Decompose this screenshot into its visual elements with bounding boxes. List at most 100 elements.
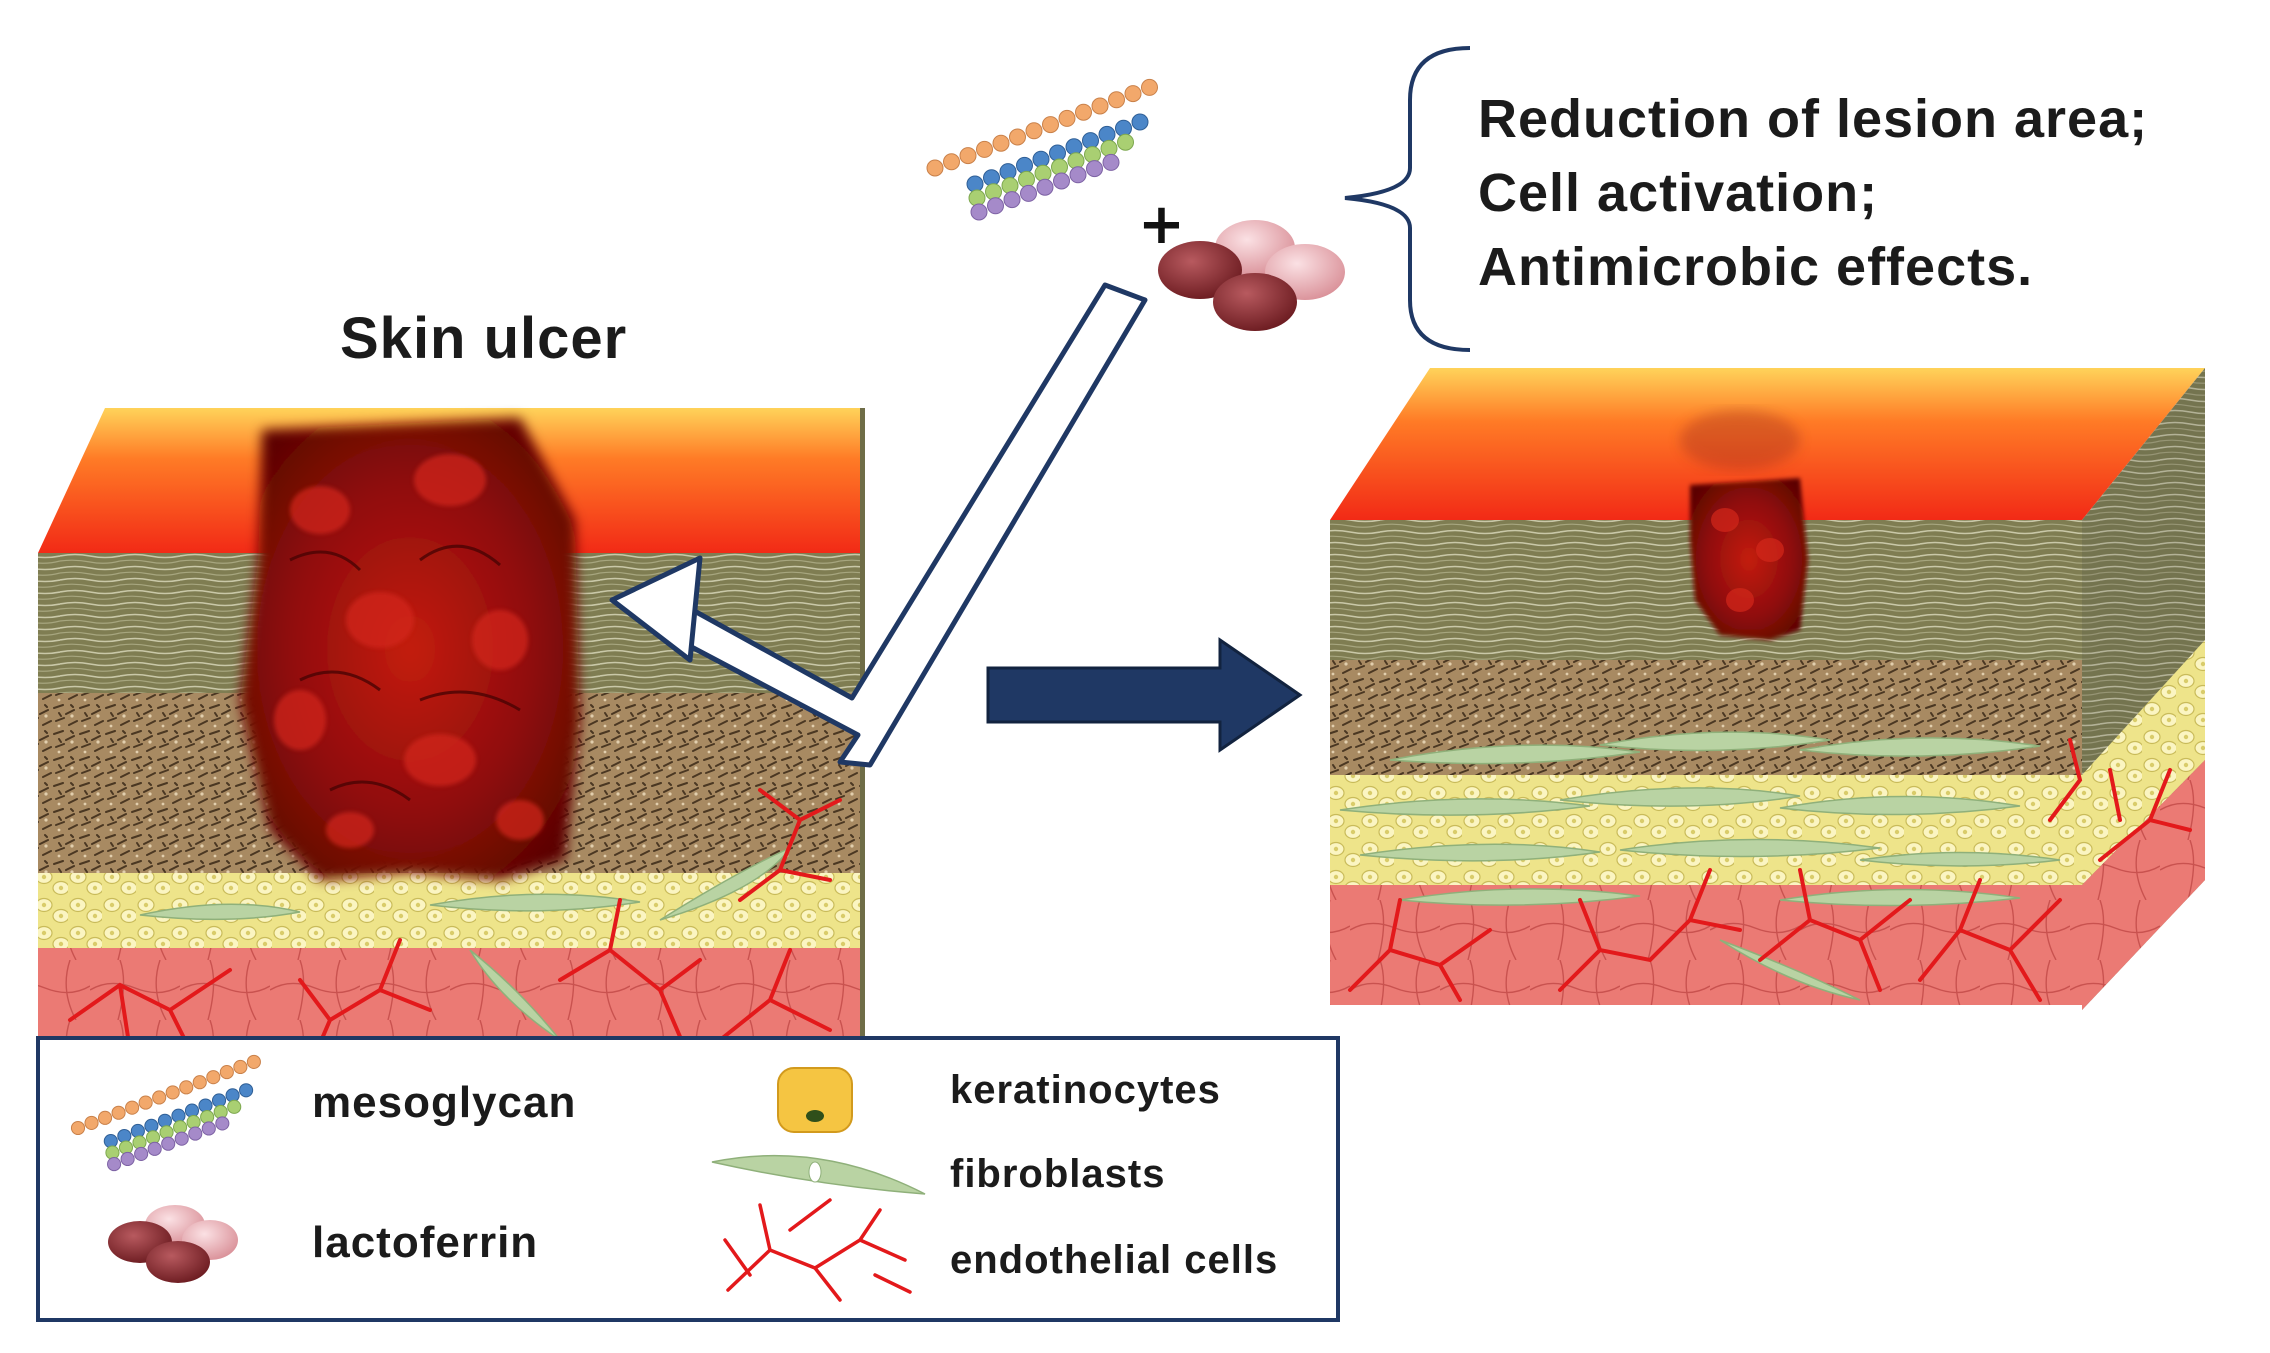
mesoglycan-bead: [1049, 144, 1066, 162]
mesoglycan-bead: [1131, 113, 1149, 131]
mesoglycan-bead: [970, 203, 988, 221]
mesoglycan-bead: [1117, 133, 1134, 151]
healed-skin-block: [1330, 368, 2205, 1010]
mesoglycan-bead: [152, 1090, 167, 1105]
mesoglycan-bead: [138, 1095, 153, 1110]
legend-lactoferrin-icon: [108, 1205, 238, 1283]
mesoglycan-bead: [1009, 128, 1026, 146]
mesoglycan-bead: [103, 1134, 118, 1149]
mesoglycan-bead: [926, 159, 944, 177]
residual-ulcer: [1680, 410, 1808, 640]
mesoglycan-bead: [198, 1098, 213, 1113]
mesoglycan-bead: [1042, 116, 1059, 134]
mesoglycan-bead: [959, 147, 977, 165]
mesoglycan-bead: [105, 1145, 120, 1160]
mesoglycan-bead: [999, 163, 1017, 181]
mesoglycan-bead: [225, 1088, 240, 1103]
mesoglycan-bead: [213, 1104, 228, 1119]
mesoglycan-bead: [219, 1065, 234, 1080]
mesoglycan-bead: [1034, 164, 1052, 182]
mesoglycan-bead: [1141, 78, 1158, 96]
mesoglycan-bead: [200, 1109, 215, 1125]
mesoglycan-bead: [1091, 97, 1109, 115]
mesoglycan-bead: [1069, 166, 1087, 184]
healed-side-hypo: [2082, 760, 2205, 1010]
mesoglycan-bead: [98, 1110, 113, 1125]
mesoglycan-bead: [161, 1136, 176, 1151]
mesoglycan-bead: [1025, 122, 1043, 140]
effects-list: Reduction of lesion area; Cell activatio…: [1478, 82, 2148, 304]
mesoglycan-bead: [227, 1099, 242, 1114]
healed-fibroblast-group: [1339, 731, 2061, 1001]
mesoglycan-bead: [1102, 153, 1120, 171]
healed-hypodermis-layer: [1330, 885, 2082, 1005]
ulcer-wound: [240, 418, 580, 880]
mesoglycan-bead: [120, 1151, 135, 1167]
mesoglycan-bead: [239, 1083, 254, 1098]
legend-fibroblasts-label: fibroblasts: [950, 1152, 1166, 1196]
mesoglycan-bead: [134, 1146, 149, 1161]
mesoglycan-bead: [130, 1123, 145, 1139]
mesoglycan-bead: [186, 1115, 201, 1130]
legend-endothelial-label: endothelial cells: [950, 1238, 1279, 1282]
legend-lactoferrin-label: lactoferrin: [312, 1218, 539, 1267]
mesoglycan-bead: [976, 140, 993, 158]
mesoglycan-bead: [1098, 125, 1116, 143]
effects-brace: [1344, 46, 1471, 352]
mesoglycan-bead: [159, 1125, 174, 1140]
legend-mesoglycan-label: mesoglycan: [312, 1078, 577, 1127]
mesoglycan-bead: [1108, 91, 1125, 109]
mesoglycan-bead: [184, 1103, 200, 1118]
effect-item: Reduction of lesion area;: [1478, 89, 2149, 149]
mesoglycan-bead: [983, 169, 1000, 187]
mesoglycan-bead: [246, 1054, 261, 1069]
mesoglycan-bead: [1065, 138, 1083, 156]
mesoglycan-bead: [201, 1121, 216, 1136]
mesoglycan-bead: [943, 153, 960, 171]
diagram-title: Skin ulcer: [340, 306, 628, 371]
mesoglycan-bead: [70, 1120, 86, 1136]
mesoglycan-bead: [118, 1140, 134, 1155]
mesoglycan-bead: [165, 1085, 180, 1100]
legend-mesoglycan-icon: [70, 1054, 261, 1172]
mesoglycan-molecule: [926, 78, 1158, 221]
mesoglycan-bead: [179, 1080, 194, 1095]
effect-item: Antimicrobic effects.: [1478, 237, 2034, 297]
mesoglycan-bead: [1018, 170, 1035, 188]
mesoglycan-bead: [174, 1131, 189, 1146]
mesoglycan-bead: [985, 183, 1002, 201]
mesoglycan-bead: [966, 175, 984, 193]
legend-fibroblast-icon: [711, 1154, 926, 1195]
mesoglycan-bead: [1003, 191, 1021, 209]
mesoglycan-bead: [188, 1126, 203, 1141]
mesoglycan-bead: [215, 1116, 230, 1131]
mesoglycan-bead: [117, 1128, 132, 1144]
healing-arrow: [986, 637, 1303, 753]
mesoglycan-bead: [1016, 156, 1033, 174]
mesoglycan-bead: [992, 134, 1010, 152]
mesoglycan-bead: [968, 189, 986, 207]
mesoglycan-bead: [1100, 139, 1118, 157]
effect-item: Cell activation;: [1478, 163, 1879, 223]
mesoglycan-bead: [1086, 160, 1103, 178]
mesoglycan-bead: [1075, 103, 1092, 121]
mesoglycan-bead: [111, 1105, 126, 1120]
mesoglycan-bead: [1084, 146, 1101, 164]
fibroblast-group: [139, 846, 793, 1041]
mesoglycan-bead: [144, 1118, 159, 1133]
mesoglycan-bead: [1082, 132, 1099, 150]
healed-blood-vessels: [1348, 738, 2192, 1002]
mesoglycan-bead: [1115, 119, 1132, 137]
mesoglycan-bead: [1032, 150, 1050, 168]
mesoglycan-bead: [233, 1059, 248, 1075]
mesoglycan-bead: [1067, 152, 1085, 170]
mesoglycan-bead: [206, 1070, 221, 1085]
lactoferrin-molecule: [1158, 220, 1345, 331]
mesoglycan-bead: [1058, 109, 1076, 127]
mesoglycan-bead: [1020, 184, 1037, 202]
mesoglycan-bead: [171, 1108, 186, 1123]
mesoglycan-bead: [125, 1100, 140, 1115]
mesoglycan-bead: [987, 197, 1004, 215]
mesoglycan-bead: [192, 1075, 207, 1090]
